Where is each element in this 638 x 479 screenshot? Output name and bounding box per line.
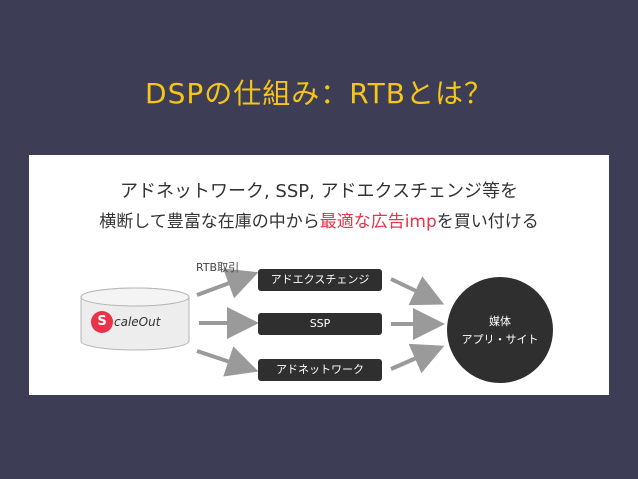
headline-line2: 横断して豊富な在庫の中から最適な広告impを買い付ける <box>29 207 609 232</box>
media-label-line2: アプリ・サイト <box>461 333 539 346</box>
arrow-to-adexchange <box>196 268 259 299</box>
headline-line1: アドネットワーク, SSP, アドエクスチェンジ等を <box>119 181 519 202</box>
headline-line2-post: を買い付ける <box>436 212 539 232</box>
channel-box-ssp: SSP <box>258 313 382 335</box>
rtb-diagram-panel: アドネットワーク, SSP, アドエクスチェンジ等を 横断して豊富な在庫の中から… <box>29 155 609 395</box>
media-label-line1: 媒体 <box>489 315 511 328</box>
headline-line2-pre: 横断して豊富な在庫の中から <box>99 212 320 232</box>
headline-highlight: 最適な広告imp <box>319 212 437 232</box>
rtb-label: RTB取引 <box>196 261 240 274</box>
arrow-adnetwork-to-media <box>390 343 445 374</box>
media-circle: 媒体 アプリ・サイト <box>447 277 553 383</box>
channel-box-adnetwork: アドネットワーク <box>258 359 382 381</box>
slide-title: DSPの仕組み：RTBとは？ <box>145 77 493 110</box>
scaleout-logo: S caleOut <box>91 311 160 333</box>
scaleout-logo-mark: S <box>91 311 113 333</box>
channel-box-adexchange: アドエクスチェンジ <box>258 269 382 291</box>
arrow-to-adnetwork <box>196 346 259 377</box>
flow-arrows <box>80 268 445 377</box>
database-icon <box>80 287 190 351</box>
arrow-adexchange-to-media <box>390 276 445 306</box>
scaleout-logo-text: caleOut <box>114 315 161 329</box>
